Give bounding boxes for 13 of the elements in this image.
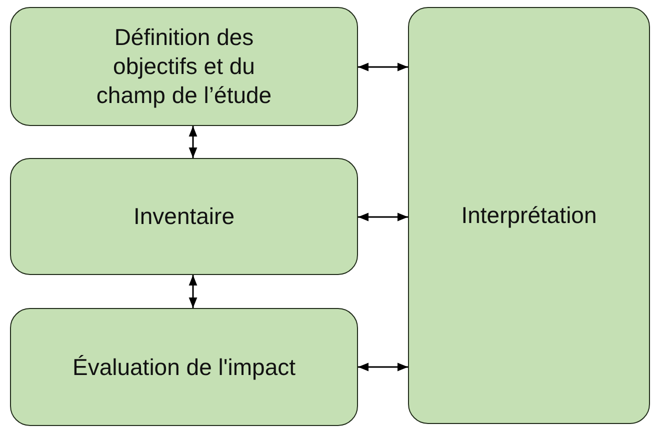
double-arrow — [358, 362, 408, 372]
process-box — [408, 7, 650, 424]
double-arrow — [358, 62, 408, 72]
double-arrow — [358, 212, 408, 222]
box-label: Évaluation de l'impact — [72, 352, 296, 382]
double-arrow — [188, 275, 198, 308]
box-label: Définition des objectifs et du champ de l’étude — [95, 23, 273, 110]
process-box — [10, 158, 358, 275]
process-box — [10, 308, 358, 426]
double-arrow — [188, 126, 198, 158]
box-label: Interprétation — [461, 201, 597, 230]
process-box — [10, 7, 358, 126]
box-label: Inventaire — [133, 202, 234, 231]
